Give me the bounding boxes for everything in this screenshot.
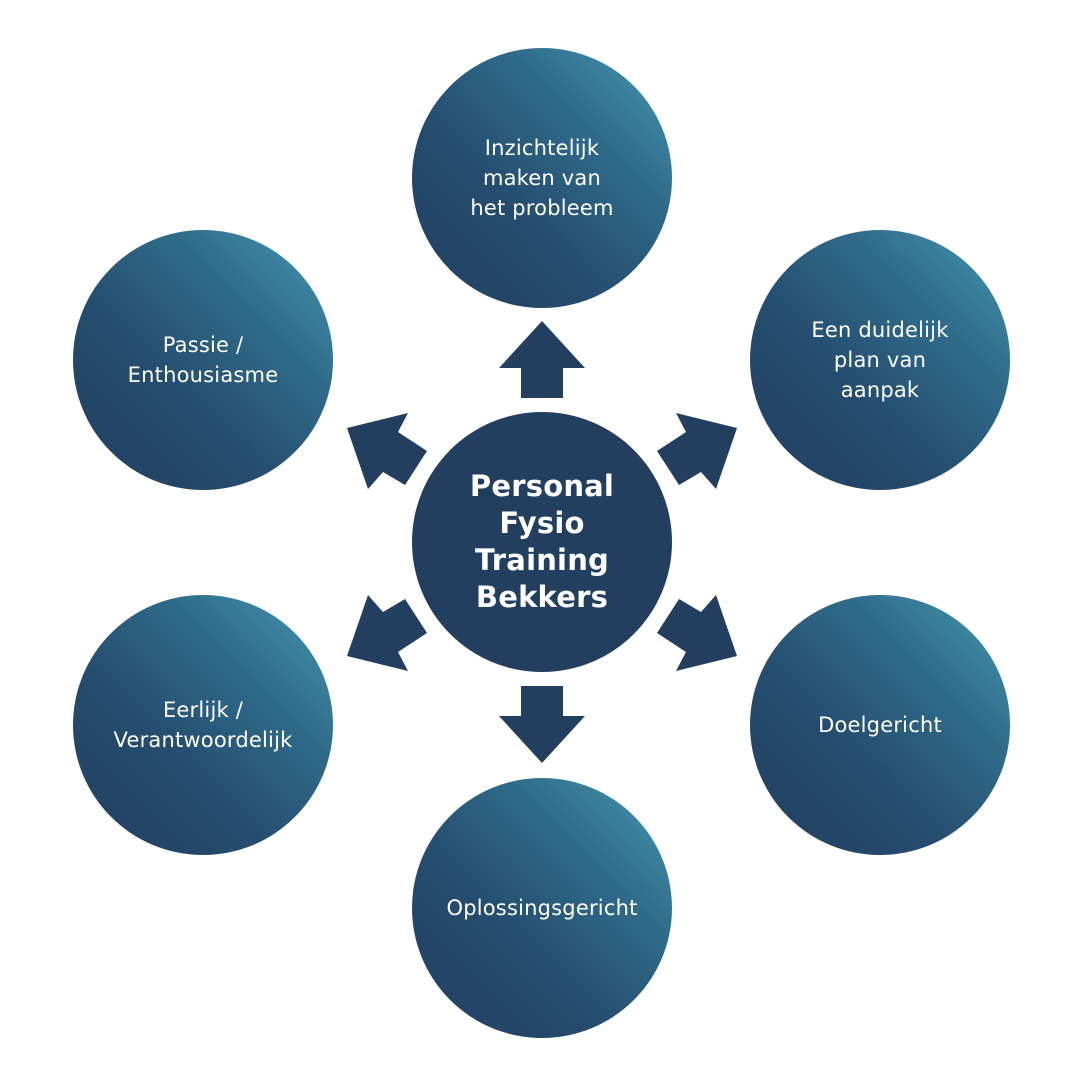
node-label: Passie / Enthousiasme: [127, 333, 279, 387]
node-inzichtelijk: Inzichtelijk maken van het probleem: [412, 48, 672, 308]
node-eerlijk: Eerlijk / Verantwoordelijk: [73, 595, 333, 855]
node-oplossingsgericht: Oplossingsgericht: [412, 778, 672, 1038]
node-label: Oplossingsgericht: [446, 896, 638, 920]
arrow-up-right: [657, 413, 737, 489]
node-passie: Passie / Enthousiasme: [73, 230, 333, 490]
node-label: Een duidelijk plan van aanpak: [811, 318, 949, 402]
center-node: Personal Fysio Training Bekkers: [412, 412, 672, 672]
node-label: Doelgericht: [818, 713, 942, 737]
node-label: Eerlijk / Verantwoordelijk: [113, 698, 293, 752]
arrow-down-right: [657, 595, 737, 671]
center-label: Personal Fysio Training Bekkers: [469, 469, 615, 614]
node-plan-van-aanpak: Een duidelijk plan van aanpak: [750, 230, 1010, 490]
arrow-down: [499, 686, 585, 763]
node-doelgericht: Doelgericht: [750, 595, 1010, 855]
arrow-down-left: [347, 595, 427, 671]
arrow-up: [499, 321, 585, 398]
node-label: Inzichtelijk maken van het probleem: [470, 136, 614, 220]
arrow-up-left: [347, 413, 427, 489]
